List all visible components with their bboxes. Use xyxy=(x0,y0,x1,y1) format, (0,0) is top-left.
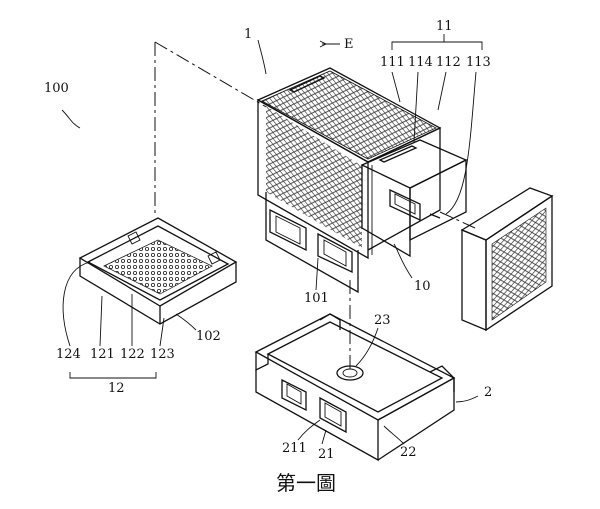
label-123: 123 xyxy=(150,347,175,362)
inner-frame-11 xyxy=(360,139,468,258)
label-112: 112 xyxy=(436,55,461,70)
shell-1 xyxy=(256,67,442,294)
label-111: 111 xyxy=(380,55,405,70)
label-101: 101 xyxy=(304,291,329,306)
leader-lines xyxy=(61,34,483,445)
label-11: 11 xyxy=(436,19,453,34)
label-22: 22 xyxy=(400,445,417,460)
reference-labels: 100 1 E 11 111 114 112 113 10 101 124 12… xyxy=(44,19,492,462)
base-2 xyxy=(254,313,456,462)
label-e: E xyxy=(344,37,354,52)
label-114: 114 xyxy=(408,55,433,70)
label-12: 12 xyxy=(108,381,125,396)
label-122: 122 xyxy=(120,347,145,362)
label-121: 121 xyxy=(90,347,115,362)
label-21: 21 xyxy=(318,447,335,462)
figure-caption: 第一圖 xyxy=(276,471,336,495)
label-2: 2 xyxy=(484,385,492,400)
label-113: 113 xyxy=(466,55,491,70)
label-23: 23 xyxy=(374,313,391,328)
label-1: 1 xyxy=(244,27,252,42)
tray-12 xyxy=(78,217,238,325)
label-102: 102 xyxy=(196,329,221,344)
end-cap xyxy=(460,187,554,332)
label-211: 211 xyxy=(282,441,307,456)
label-124: 124 xyxy=(56,347,81,362)
label-10: 10 xyxy=(414,279,431,294)
label-100: 100 xyxy=(44,81,69,96)
